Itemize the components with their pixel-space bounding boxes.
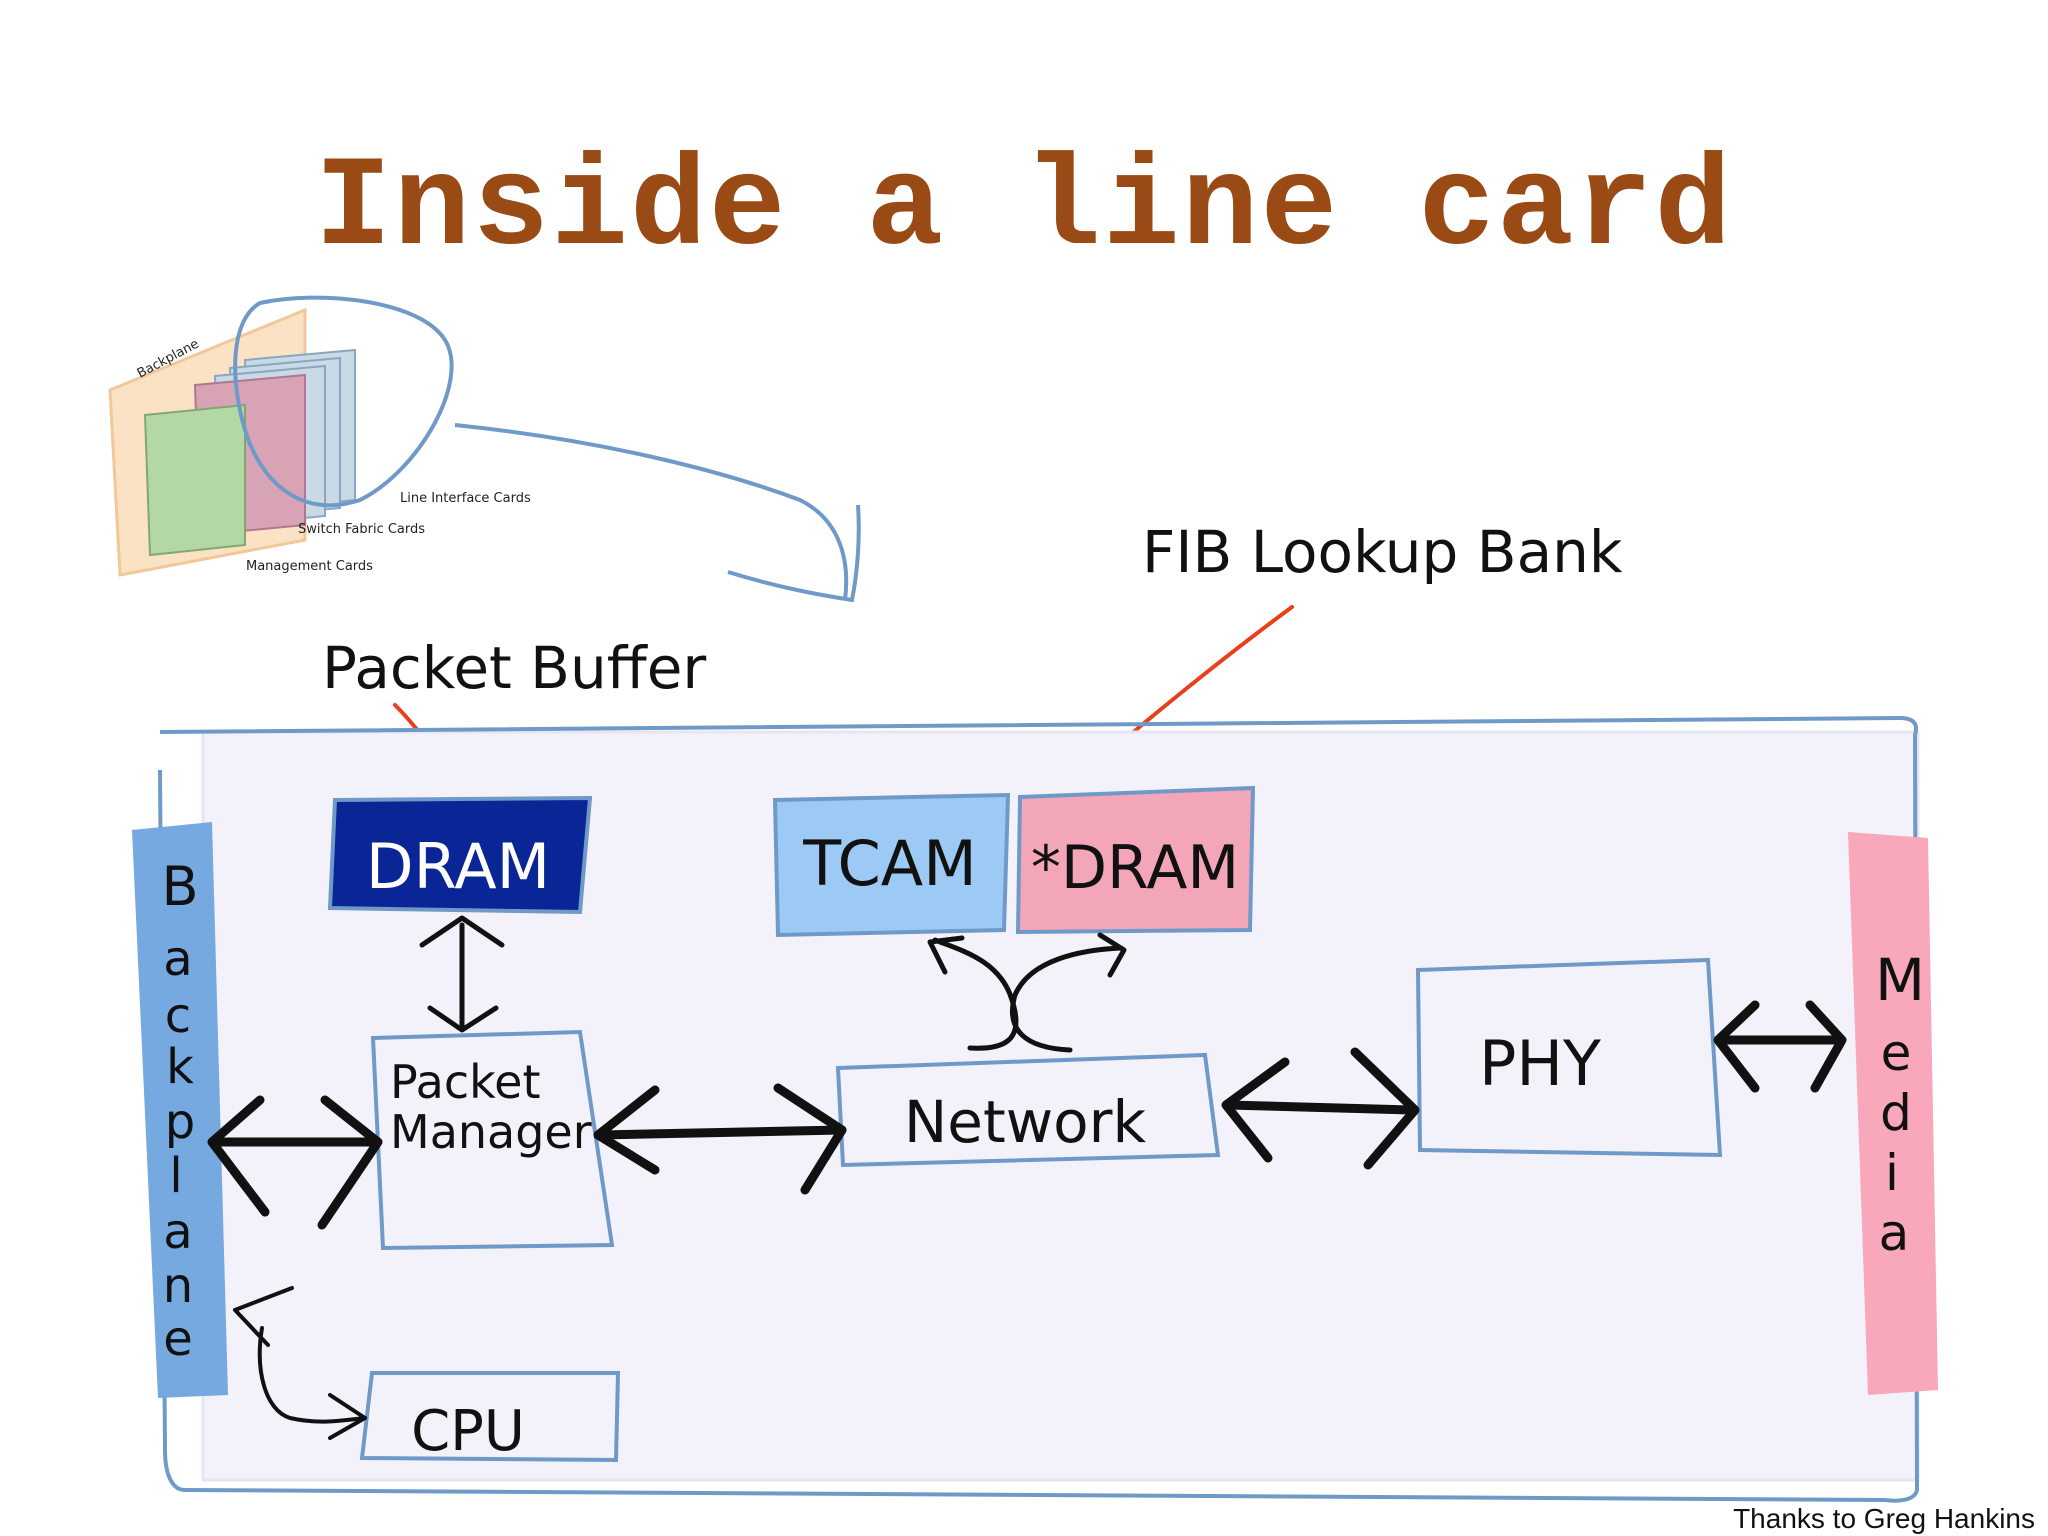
star-dram-block — [1015, 785, 1256, 935]
packet-manager-block — [370, 1029, 615, 1251]
arrow-phy-media — [1713, 1000, 1847, 1093]
slide-title: Inside a line card — [315, 137, 1734, 282]
backplane-bar-letters: B a c k p l a n e — [161, 855, 198, 1367]
backplane-letter: a — [163, 1204, 192, 1260]
backplane-letter: e — [163, 1311, 193, 1367]
tcam-block — [772, 792, 1011, 938]
cpu-label: CPU — [411, 1399, 525, 1464]
credit-text: Thanks to Greg Hankins — [1733, 1503, 2035, 1534]
backplane-letter: B — [161, 855, 198, 918]
inset-management-label: Management Cards — [246, 559, 373, 574]
network-label: Network — [904, 1088, 1147, 1156]
zoom-pointer-arrow — [454, 423, 849, 601]
packet-manager-label-line1: Packet — [390, 1055, 541, 1109]
chassis-inset: Backplane Line Interface Cards Switch Fa… — [108, 295, 861, 603]
inset-switch-fabric-label: Switch Fabric Cards — [298, 522, 425, 537]
arrow-dram-packet-manager — [419, 915, 505, 1033]
arrow-network-memory-split — [927, 932, 1127, 1053]
packet-manager-label-line2: Manager — [390, 1105, 592, 1159]
backplane-letter: n — [163, 1258, 193, 1314]
star-dram-label: *DRAM — [1031, 833, 1239, 903]
backplane-bar — [132, 822, 228, 1398]
arrow-packet-manager-network — [593, 1083, 847, 1195]
backplane-letter: l — [169, 1148, 182, 1204]
media-letter: a — [1879, 1204, 1910, 1262]
phy-label: PHY — [1479, 1027, 1601, 1100]
inset-line-cards-label: Line Interface Cards — [400, 491, 531, 506]
phy-block — [1415, 957, 1723, 1158]
line-card-outline — [158, 715, 1920, 1503]
inset-management-card — [143, 403, 246, 557]
arrow-network-phy — [1221, 1047, 1420, 1170]
tcam-label: TCAM — [802, 827, 976, 900]
media-letter: M — [1875, 946, 1925, 1014]
backplane-letter: c — [165, 988, 191, 1044]
arrow-backplane-packet-manager — [207, 1095, 383, 1230]
backplane-letter: p — [165, 1094, 195, 1150]
zoom-arrowhead — [727, 504, 861, 603]
media-bar — [1848, 832, 1938, 1395]
packet-buffer-label: Packet Buffer — [322, 634, 706, 702]
media-letter: e — [1881, 1024, 1912, 1082]
dram-block — [327, 795, 593, 915]
media-letter: i — [1885, 1144, 1899, 1202]
media-letter: d — [1880, 1084, 1912, 1142]
cpu-block — [359, 1371, 621, 1463]
fib-lookup-label: FIB Lookup Bank — [1142, 518, 1623, 586]
dram-label: DRAM — [366, 830, 550, 903]
backplane-letter: a — [163, 931, 192, 987]
arrow-backplane-cpu — [233, 1286, 367, 1440]
backplane-letter: k — [166, 1039, 194, 1095]
zoom-circle — [233, 295, 454, 508]
media-bar-letters: M e d i a — [1875, 946, 1925, 1262]
